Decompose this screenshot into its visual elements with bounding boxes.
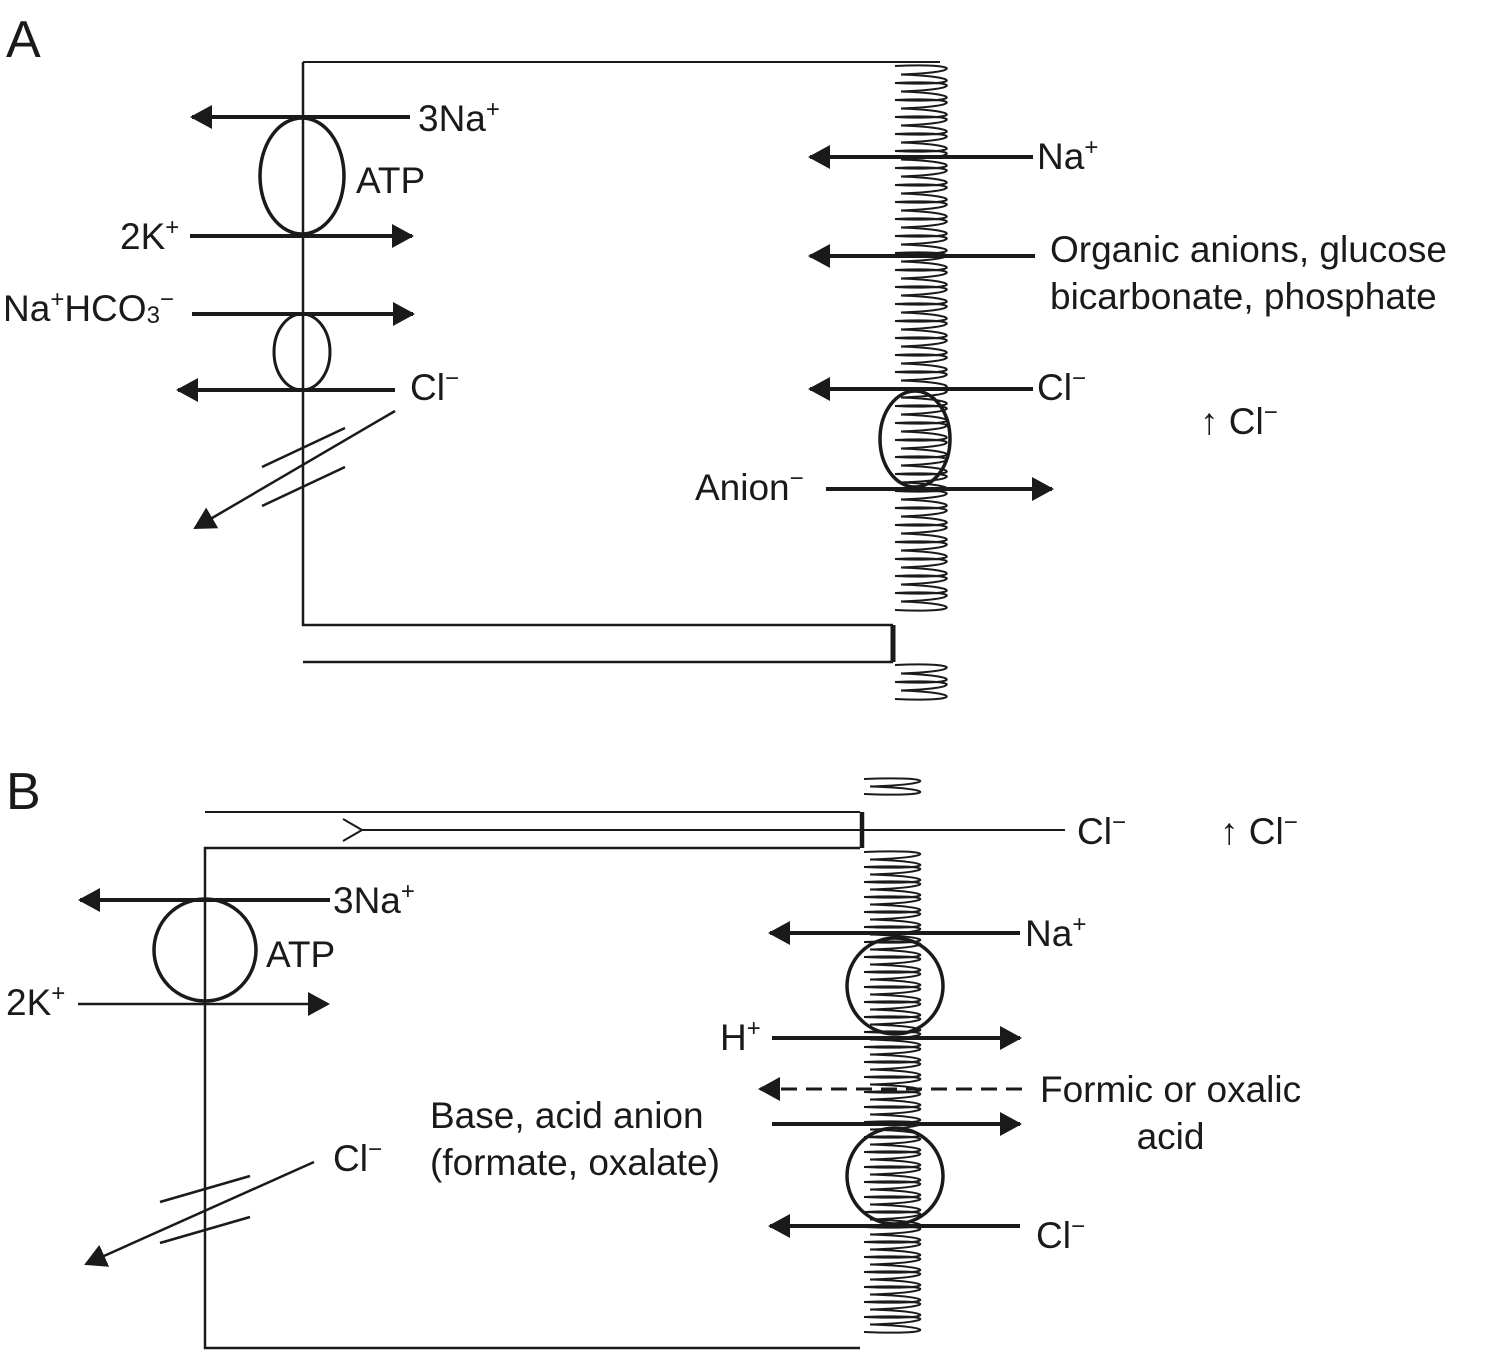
panel-b-base-acid-anion-label: Base, acid anion(formate, oxalate) (430, 1095, 720, 1184)
panel-a-cl-channel (193, 409, 396, 530)
panel-a-apical-brush-border-lower (894, 663, 948, 701)
panel-b-basolateral-cl-label: Cl− (333, 1136, 382, 1179)
panel-b-apical-transport (758, 921, 1022, 1238)
panel-a-cl-channel-bar-1 (261, 426, 346, 469)
panel-b-cell (203, 777, 922, 1350)
panel-b-nhe-exchanger (845, 936, 945, 1036)
panel-a-na-hco3-label: Na+HCO3− (3, 286, 174, 329)
panel-a-lumen-cl-label: ↑ Cl− (1200, 399, 1278, 442)
panel-b-na-label: 3Na+ (333, 878, 415, 921)
panel-b-paracellular-cl-label: Cl− (1077, 809, 1126, 852)
panel-b-h-label: H+ (720, 1015, 761, 1058)
panel-b-k-label: 2K+ (6, 980, 66, 1023)
panel-b-cl-channel-arrow (84, 1160, 315, 1267)
panel-b-cell-outline (203, 846, 860, 1350)
panel-b-apical-brush-border-upper (863, 777, 922, 796)
panel-a-label: A (6, 11, 41, 69)
panel-b-lumen-cl-label: ↑ Cl− (1220, 809, 1298, 852)
panel-a-nbc-transporter (176, 302, 415, 402)
panel-b-cl-channel-bar-1 (159, 1174, 251, 1204)
panel-b-apical-na-label: Na+ (1025, 911, 1087, 954)
panel-b-apical-brush-border (863, 850, 922, 1334)
panel-a-apical-cl-label: Cl− (1037, 365, 1086, 408)
panel-a-apical-na-label: Na+ (1037, 134, 1099, 177)
panel-a-anion-label: Anion− (695, 465, 804, 508)
panel-b-cl-channel (84, 1160, 315, 1267)
panel-a-basolateral-cl-label: Cl− (410, 365, 459, 408)
panel-b-na-k-atpase (78, 888, 330, 1016)
panel-b-apical-cl-label: Cl− (1036, 1213, 1085, 1256)
panel-a-cl-channel-bar-2 (261, 465, 346, 508)
panel-a-apical-transport (808, 145, 1054, 501)
panel-b-cl-channel-bar-2 (159, 1215, 251, 1245)
panel-a-na-label: 3Na+ (418, 96, 500, 139)
panel-a-cl-channel-arrow (193, 409, 396, 530)
panel-a-apical-brush-border (894, 64, 948, 612)
panel-a-atp-label: ATP (356, 160, 426, 201)
panel-a-k-label: 2K+ (120, 214, 180, 257)
panel-b-atp-label: ATP (266, 934, 336, 975)
panel-a-na-k-atpase (190, 105, 414, 248)
panel-a-cell-outline (301, 62, 893, 627)
panel-b-label: B (6, 763, 41, 821)
panel-a-cell (301, 61, 948, 701)
